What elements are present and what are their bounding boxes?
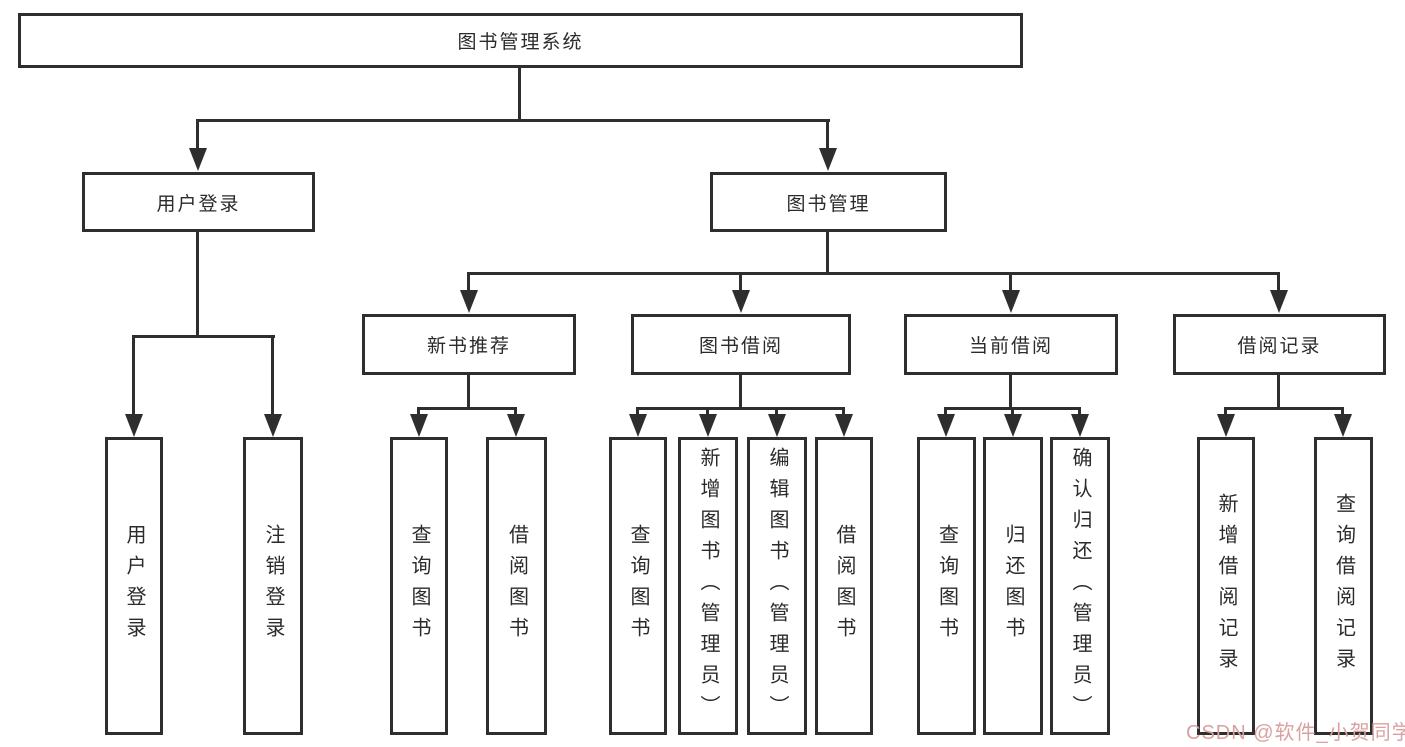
connector-drop-leaf <box>1341 407 1344 418</box>
leaf-query-books-recommend: 查询图书 <box>390 437 448 735</box>
connector-group-stem <box>1009 372 1012 409</box>
connector-drop-user <box>196 119 199 152</box>
connector-drop-leaf <box>944 407 947 418</box>
connector-drop-group <box>1009 272 1012 294</box>
leaf-label: 用户登录 <box>123 524 145 648</box>
connector-drop-leaf <box>775 407 778 418</box>
arrow-down-icon <box>189 148 207 171</box>
arrow-down-icon <box>410 414 428 437</box>
leaf-logout-login: 注销登录 <box>243 437 303 735</box>
leaf-query-books-borrowing: 查询图书 <box>609 437 667 735</box>
connector-bookmgmt-stem <box>826 229 829 274</box>
arrow-down-icon <box>460 290 478 313</box>
arrow-down-icon <box>125 414 143 437</box>
connector-drop-leaf <box>1011 407 1014 418</box>
connector-group-bar <box>417 407 517 410</box>
arrow-down-icon <box>1004 414 1022 437</box>
connector-drop-leaf <box>132 335 135 416</box>
connector-user-stem <box>196 229 199 337</box>
leaf-label: 查询图书 <box>408 524 430 648</box>
connector-drop-leaf <box>514 407 517 418</box>
node-book-management: 图书管理 <box>710 172 947 232</box>
arrow-down-icon <box>699 414 717 437</box>
connector-drop-leaf <box>1078 407 1081 418</box>
csdn-watermark: CSDN @软件_小贺同学 <box>1186 722 1405 744</box>
connector-group-stem <box>739 372 742 409</box>
leaf-label: 新增图书（管理员） <box>697 446 719 726</box>
leaf-query-books-current: 查询图书 <box>917 437 976 735</box>
arrow-down-icon <box>1071 414 1089 437</box>
arrow-down-icon <box>264 414 282 437</box>
arrow-down-icon <box>819 148 837 171</box>
arrow-down-icon <box>507 414 525 437</box>
connector-group-stem <box>1277 372 1280 409</box>
leaf-label: 注销登录 <box>262 524 284 648</box>
node-book-borrowing: 图书借阅 <box>631 314 851 375</box>
connector-group-bar <box>1224 407 1344 410</box>
arrow-down-icon <box>1334 414 1352 437</box>
node-user-login: 用户登录 <box>82 172 315 232</box>
arrow-down-icon <box>732 290 750 313</box>
leaf-label: 归还图书 <box>1002 524 1024 648</box>
connector-drop-leaf <box>636 407 639 418</box>
connector-drop-group <box>739 272 742 294</box>
arrow-down-icon <box>1270 290 1288 313</box>
connector-drop-leaf <box>417 407 420 418</box>
node-current-borrowing: 当前借阅 <box>904 314 1118 375</box>
leaf-label: 查询图书 <box>935 524 958 648</box>
node-root: 图书管理系统 <box>18 13 1023 68</box>
connector-root-stem <box>518 65 521 122</box>
arrow-down-icon <box>937 414 955 437</box>
leaf-add-books-admin: 新增图书（管理员） <box>678 437 738 735</box>
arrow-down-icon <box>629 414 647 437</box>
leaf-label: 编辑图书（管理员） <box>766 446 788 726</box>
connector-drop-leaf <box>706 407 709 418</box>
connector-drop-leaf <box>271 335 274 416</box>
leaf-label: 查询图书 <box>627 524 649 648</box>
node-new-book-recommend: 新书推荐 <box>362 314 576 375</box>
leaf-return-books: 归还图书 <box>983 437 1043 735</box>
leaf-label: 借阅图书 <box>833 524 855 648</box>
leaf-query-borrow-record: 查询借阅记录 <box>1314 437 1373 735</box>
node-borrowing-records: 借阅记录 <box>1173 314 1386 375</box>
leaf-add-borrow-record: 新增借阅记录 <box>1197 437 1255 735</box>
connector-drop-leaf <box>842 407 845 418</box>
arrow-down-icon <box>1002 290 1020 313</box>
connector-user-bar <box>133 335 275 338</box>
connector-root-bar <box>197 119 830 122</box>
connector-bookmgmt-bar <box>468 272 1280 275</box>
connector-group-bar <box>636 407 845 410</box>
connector-drop-bookmgmt <box>826 119 829 152</box>
arrow-down-icon <box>1217 414 1235 437</box>
leaf-label: 新增借阅记录 <box>1215 493 1237 679</box>
connector-drop-group <box>467 272 470 294</box>
connector-group-stem <box>467 372 470 409</box>
arrow-down-icon <box>768 414 786 437</box>
leaf-borrow-books-borrowing: 借阅图书 <box>815 437 873 735</box>
leaf-confirm-return-admin: 确认归还（管理员） <box>1050 437 1110 735</box>
leaf-edit-books-admin: 编辑图书（管理员） <box>747 437 807 735</box>
leaf-label: 查询借阅记录 <box>1332 493 1355 679</box>
leaf-label: 借阅图书 <box>505 524 528 648</box>
arrow-down-icon <box>835 414 853 437</box>
leaf-label: 确认归还（管理员） <box>1069 446 1091 726</box>
connector-drop-group <box>1277 272 1280 294</box>
leaf-borrow-books-recommend: 借阅图书 <box>486 437 547 735</box>
connector-drop-leaf <box>1224 407 1227 418</box>
leaf-user-login: 用户登录 <box>105 437 163 735</box>
